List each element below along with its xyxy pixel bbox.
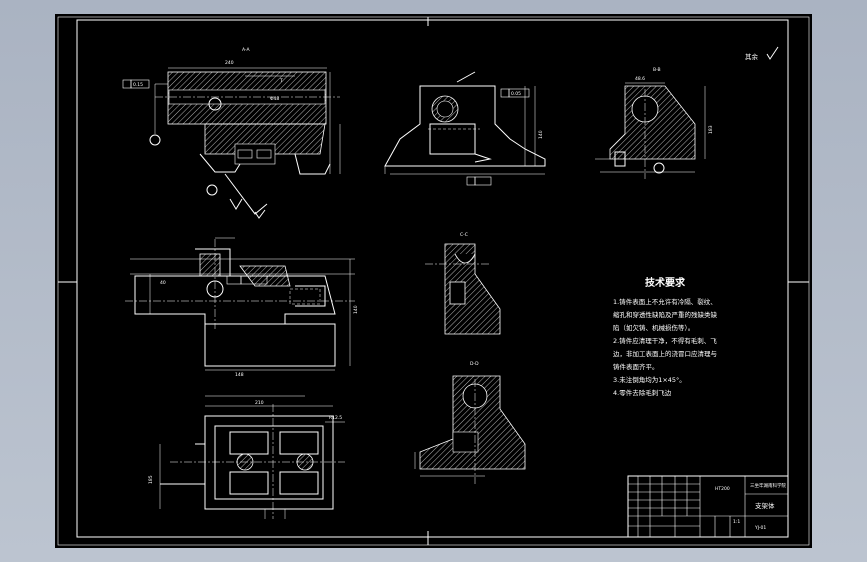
view-section-bb: B-B 48.6 183: [595, 67, 714, 179]
drawing-sheet: 其余 A-A 240 Φ48 0.15 T: [57, 16, 810, 546]
svg-text:YJ-01: YJ-01: [754, 525, 766, 531]
svg-text:铸件表面齐平。: 铸件表面齐平。: [613, 362, 659, 371]
svg-text:C-C: C-C: [460, 232, 468, 238]
svg-text:缩孔和穿透性缺陷及严重的残缺类缺: 缩孔和穿透性缺陷及严重的残缺类缺: [613, 310, 718, 319]
view-front-center: 140 0.05: [384, 71, 546, 186]
view-section-cc: C-C: [425, 232, 501, 335]
inner-frame: [76, 19, 789, 538]
svg-text:2.铸件应清理干净，不得有毛刺、飞: 2.铸件应清理干净，不得有毛刺、飞: [613, 336, 717, 345]
svg-text:140: 140: [353, 305, 359, 314]
svg-text:185: 185: [148, 475, 154, 484]
svg-text:1.铸件表面上不允许有冷隔、裂纹、: 1.铸件表面上不允许有冷隔、裂纹、: [613, 297, 717, 306]
svg-text:边，非加工表面上的浇冒口应清理与: 边，非加工表面上的浇冒口应清理与: [613, 349, 717, 358]
svg-text:240: 240: [225, 60, 234, 66]
svg-text:0.05: 0.05: [511, 91, 521, 97]
technical-requirements: 技术要求 1.铸件表面上不允许有冷隔、裂纹、 缩孔和穿透性缺陷及严重的残缺类缺 …: [613, 276, 718, 397]
svg-text:陷（如欠铸、机械损伤等）。: 陷（如欠铸、机械损伤等）。: [613, 323, 694, 332]
svg-text:0.15: 0.15: [133, 82, 143, 88]
view-side: 148 140 40: [125, 237, 359, 378]
svg-text:48.6: 48.6: [635, 76, 645, 82]
outer-sheet-border: [57, 16, 810, 546]
view-section-dd: D-D: [414, 361, 526, 484]
svg-text:A-A: A-A: [242, 47, 251, 53]
svg-text:40: 40: [160, 280, 166, 286]
svg-text:140: 140: [538, 130, 544, 139]
svg-text:其余: 其余: [745, 52, 759, 61]
centering-marks: [58, 17, 809, 545]
svg-text:技术要求: 技术要求: [645, 276, 686, 289]
svg-text:210: 210: [255, 400, 264, 406]
svg-text:三坐牢湖南科学院: 三坐牢湖南科学院: [750, 482, 786, 489]
svg-text:183: 183: [708, 125, 714, 134]
svg-text:148: 148: [235, 372, 244, 378]
svg-text:1:1: 1:1: [733, 519, 740, 525]
svg-text:Φ48: Φ48: [270, 96, 279, 102]
view-section-aa: A-A 240 Φ48 0.15 T: [122, 47, 341, 219]
svg-text:4.零件去除毛刺飞边: 4.零件去除毛刺飞边: [613, 388, 672, 397]
svg-text:HT200: HT200: [715, 486, 730, 492]
roughness-note: 其余: [745, 46, 779, 61]
svg-text:支架体: 支架体: [755, 501, 775, 510]
svg-text:3.未注倒角均为1×45°。: 3.未注倒角均为1×45°。: [613, 375, 686, 384]
svg-text:B-B: B-B: [653, 67, 661, 73]
svg-text:T: T: [279, 78, 283, 84]
svg-text:D-D: D-D: [470, 361, 479, 367]
view-plan: 185 210 R12.5: [148, 395, 345, 519]
cad-drawing-viewport[interactable]: 其余 A-A 240 Φ48 0.15 T: [55, 14, 812, 548]
title-block: 三坐牢湖南科学院 支架体 YJ-01 HT200 1:1: [627, 475, 789, 538]
svg-text:R12.5: R12.5: [329, 415, 342, 421]
